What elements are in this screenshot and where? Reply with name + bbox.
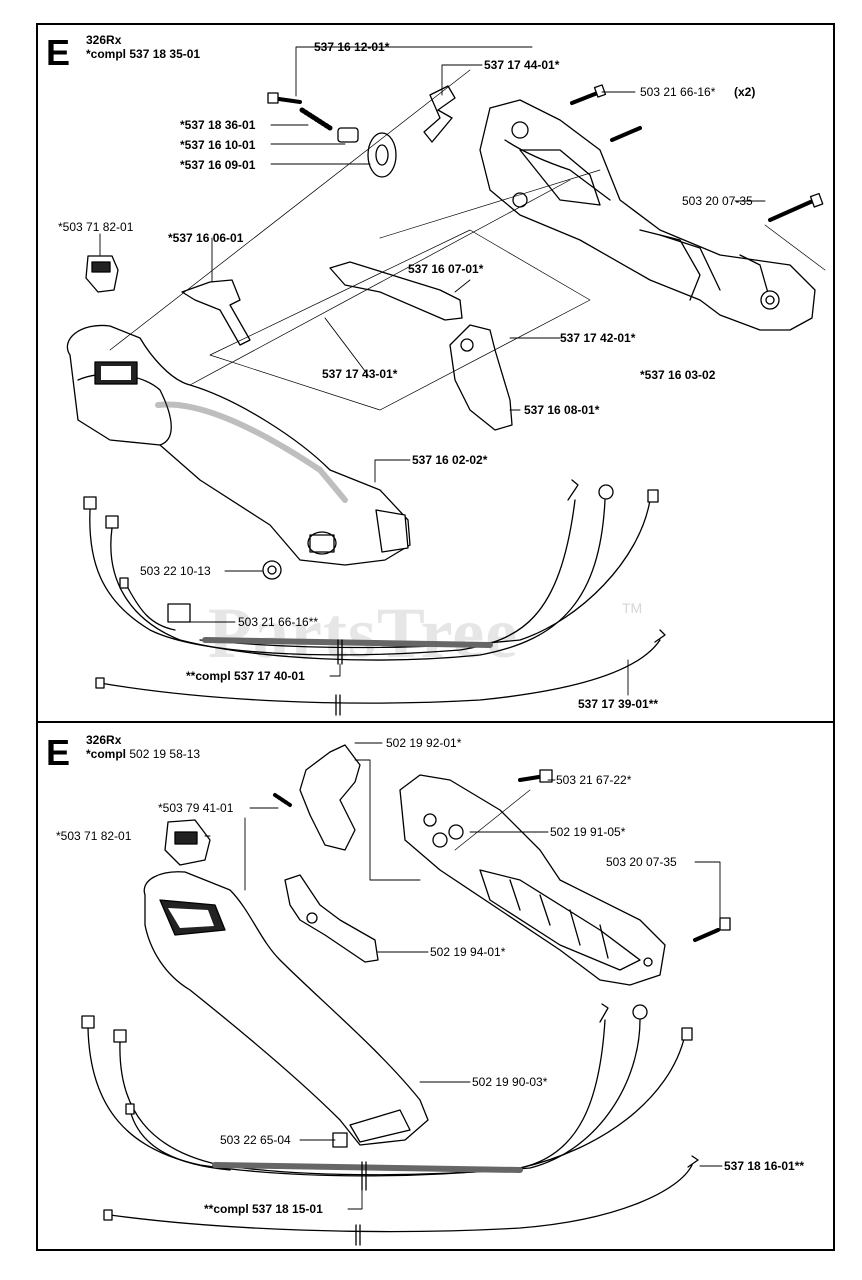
handle-body-bottom (143, 871, 429, 1146)
small-parts-top (85, 85, 513, 580)
part-label: 503 22 65-04 (220, 1133, 291, 1147)
handle-half-right (479, 99, 816, 331)
section-divider (36, 721, 835, 723)
section-2-model: 326Rx (86, 733, 122, 747)
section-2-letter: E (46, 732, 71, 773)
part-label: 502 19 92-01* (386, 736, 462, 750)
section-2-compl: *compl 502 19 58-13 (86, 747, 200, 761)
part-label: 537 16 08-01* (524, 403, 600, 417)
part-label: *503 71 82-01 (58, 220, 134, 234)
part-label: 503 20 07-35 (682, 194, 753, 208)
part-label: *537 16 06-01 (168, 231, 244, 245)
part-label: *503 79 41-01 (158, 801, 234, 815)
part-label: *503 71 82-01 (56, 829, 132, 843)
part-label: *537 16 09-01 (180, 158, 256, 172)
part-label: *537 16 10-01 (180, 138, 256, 152)
part-label: 537 16 12-01* (314, 40, 390, 54)
part-label: **compl 537 17 40-01 (186, 669, 305, 683)
section-1-compl-prefix: *compl (86, 47, 127, 61)
section-2-compl-prefix: *compl (86, 747, 127, 761)
wiring-harness-bottom (81, 1003, 699, 1246)
handle-body-top (66, 324, 411, 566)
part-label: 502 19 94-01* (430, 945, 506, 959)
section-1-compl: *compl 537 18 35-01 (86, 47, 200, 61)
part-label: 503 20 07-35 (606, 855, 677, 869)
section-2-compl-number: 502 19 58-13 (129, 747, 201, 761)
watermark-tm: TM (622, 600, 643, 616)
part-label: *537 18 36-01 (180, 118, 256, 132)
part-label: 503 21 66-16** (238, 615, 319, 629)
section-1-model: 326Rx (86, 33, 122, 47)
part-label: 537 16 02-02* (412, 453, 488, 467)
leader-lines-bottom (204, 742, 723, 1210)
part-label: 537 16 07-01* (408, 262, 484, 276)
part-label: 537 17 43-01* (322, 367, 398, 381)
part-label: 503 22 10-13 (140, 564, 211, 578)
part-label: 537 17 42-01* (560, 331, 636, 345)
part-label: *537 16 03-02 (640, 368, 716, 382)
part-label-qty: (x2) (734, 85, 756, 99)
part-label: 503 21 66-16* (640, 85, 716, 99)
screws-top (570, 84, 824, 222)
part-label: 502 19 90-03* (472, 1075, 548, 1089)
part-label: 502 19 91-05* (550, 825, 626, 839)
handle-half-right-bottom (399, 774, 666, 986)
leader-lines-top (99, 46, 826, 696)
part-label: 503 21 67-22* (556, 773, 632, 787)
diagram-frame (36, 23, 835, 1251)
part-label: 537 17 44-01* (484, 58, 560, 72)
part-label: **compl 537 18 15-01 (204, 1202, 323, 1216)
section-1-compl-number: 537 18 35-01 (129, 47, 201, 61)
part-label: 537 17 39-01** (578, 697, 659, 711)
wiring-harness-top (83, 479, 666, 716)
section-1-letter: E (46, 32, 71, 73)
part-label: 537 18 16-01** (724, 1159, 805, 1173)
